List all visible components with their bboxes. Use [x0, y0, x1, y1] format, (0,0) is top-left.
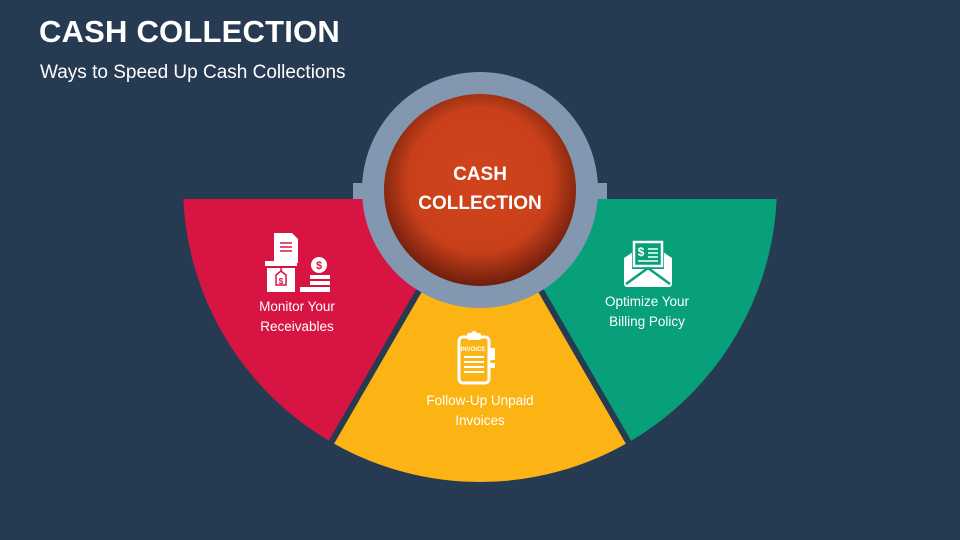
segment-label-line1: Monitor Your: [259, 299, 335, 314]
segment-label-line1: Follow-Up Unpaid: [426, 393, 534, 408]
svg-text:$: $: [316, 260, 322, 272]
segment-label-line2: Invoices: [455, 413, 505, 428]
segment-label-billing-policy: Optimize Your Billing Policy: [562, 292, 732, 332]
invoice-icon-text: INVOICE: [461, 347, 486, 353]
segment-label-line2: Billing Policy: [609, 314, 685, 329]
invoice-clipboard-icon: INVOICE: [457, 331, 495, 385]
segment-label-monitor-receivables: Monitor Your Receivables: [212, 297, 382, 337]
center-circle: [384, 94, 576, 286]
segment-label-follow-up-invoices: Follow-Up Unpaid Invoices: [395, 391, 565, 431]
svg-text:$: $: [638, 245, 645, 259]
segment-label-line2: Receivables: [260, 319, 334, 334]
center-label-line1: CASH: [453, 164, 507, 185]
billing-envelope-icon: $: [624, 240, 672, 287]
center-label-line2: COLLECTION: [418, 193, 542, 214]
receivables-icon: $ $: [265, 233, 330, 292]
segment-label-line1: Optimize Your: [604, 294, 690, 309]
slide-subtitle: Ways to Speed Up Cash Collections: [40, 62, 346, 83]
svg-text:$: $: [279, 277, 284, 286]
slide-title: CASH COLLECTION: [39, 14, 340, 49]
center-label: CASH COLLECTION: [400, 160, 560, 218]
